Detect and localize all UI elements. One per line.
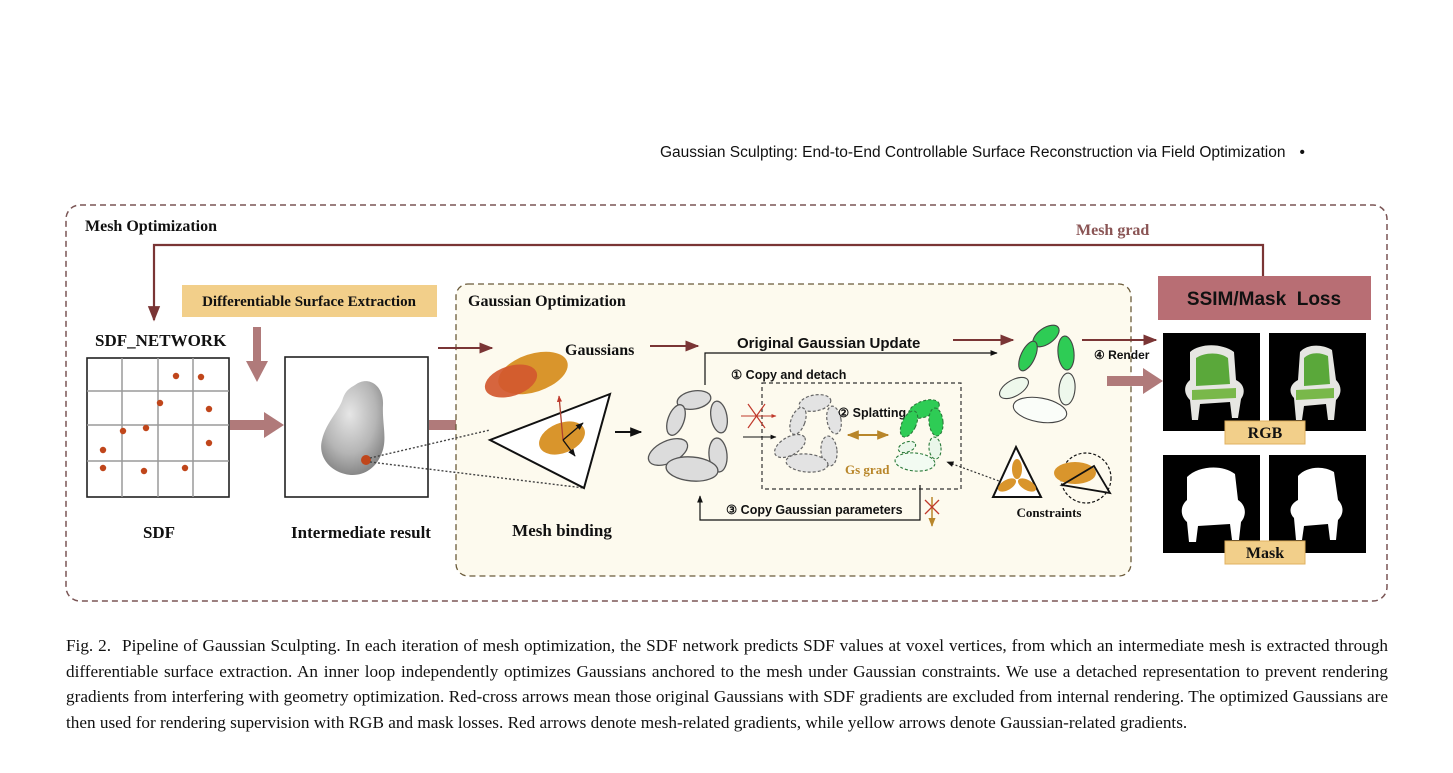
red-cross-x2	[747, 403, 766, 429]
mesh-point-highlight	[361, 455, 371, 465]
bound-gaussian	[539, 421, 585, 455]
copy-detach-label: ① Copy and detach	[731, 368, 846, 382]
mask-image-1	[1163, 455, 1260, 553]
original-update-label: Original Gaussian Update	[737, 335, 920, 352]
dse-down-arrow	[246, 327, 268, 382]
running-title: Gaussian Sculpting: End-to-End Controlla…	[660, 144, 1286, 161]
original-gaussian-chain	[647, 390, 729, 482]
constraint-triangle-2	[1059, 464, 1112, 495]
rgb-image-1	[1163, 333, 1260, 431]
mesh-optimization-label: Mesh Optimization	[85, 218, 217, 235]
figure-caption: Fig. 2. Pipeline of Gaussian Sculpting. …	[66, 633, 1388, 735]
mask-label-box	[1224, 540, 1306, 565]
constraint-gaussians-1	[997, 459, 1037, 492]
sdf-network-label: SDF_NETWORK	[95, 331, 227, 350]
mesh-grad-arrow	[147, 243, 1265, 322]
mesh-grad-label: Mesh grad	[1076, 222, 1149, 239]
constraints-dotted-arrow	[946, 461, 1011, 486]
detached-gaussian-frame	[761, 382, 962, 490]
sdf-grid	[86, 357, 230, 498]
blocked-x2	[924, 499, 940, 515]
copy-params-label: ③ Copy Gaussian parameters	[726, 503, 903, 517]
rgb-image-2	[1269, 333, 1366, 431]
sdf-label: SDF	[143, 523, 175, 542]
rgb-label: RGB	[1248, 425, 1283, 442]
gaussian-optimization-label: Gaussian Optimization	[468, 293, 626, 310]
gaussian-ellipse-red	[484, 364, 538, 398]
sdf-to-mesh-arrow	[230, 412, 284, 438]
copy-params-arrow	[697, 485, 921, 521]
mask-label: Mask	[1246, 545, 1284, 562]
splatting-label: ② Splatting	[838, 406, 906, 420]
normal-arrow	[556, 395, 564, 441]
detached-gaussian-chain	[774, 394, 842, 473]
running-header: Gaussian Sculpting: End-to-End Controlla…	[660, 144, 1305, 162]
dse-box	[182, 285, 437, 317]
projection-line-1	[369, 429, 491, 459]
constraint-circle	[1060, 452, 1112, 504]
dse-label: Differentiable Surface Extraction	[202, 294, 416, 310]
render-label: ④ Render	[1094, 348, 1150, 362]
gaussians-label: Gaussians	[565, 342, 634, 359]
original-update-arrow	[704, 350, 998, 385]
splatted-gaussian-chain	[894, 399, 944, 472]
axis-arrow-1	[562, 422, 584, 441]
loss-box	[1158, 276, 1371, 320]
render-arrow	[1107, 368, 1163, 394]
loss-label: SSIM/Mask Loss	[1187, 289, 1341, 310]
intermediate-label: Intermediate result	[291, 523, 431, 542]
intermediate-mesh-shape	[321, 381, 385, 476]
gs-grad-label: Gs grad	[845, 462, 890, 477]
axis-arrow-2	[562, 439, 576, 457]
header-bullet: •	[1299, 144, 1305, 161]
mask-image-2	[1269, 455, 1366, 553]
constraints-label: Constraints	[1016, 505, 1081, 520]
caption-text: Pipeline of Gaussian Sculpting. In each …	[66, 636, 1389, 732]
constraint-gaussian-2	[1054, 462, 1096, 484]
mesh-optimization-frame	[65, 204, 1388, 602]
mesh-binding-label: Mesh binding	[512, 521, 612, 540]
caption-fig-label: Fig. 2.	[66, 636, 112, 655]
updated-gaussian-chain	[999, 324, 1076, 424]
rgb-label-box	[1224, 420, 1306, 445]
